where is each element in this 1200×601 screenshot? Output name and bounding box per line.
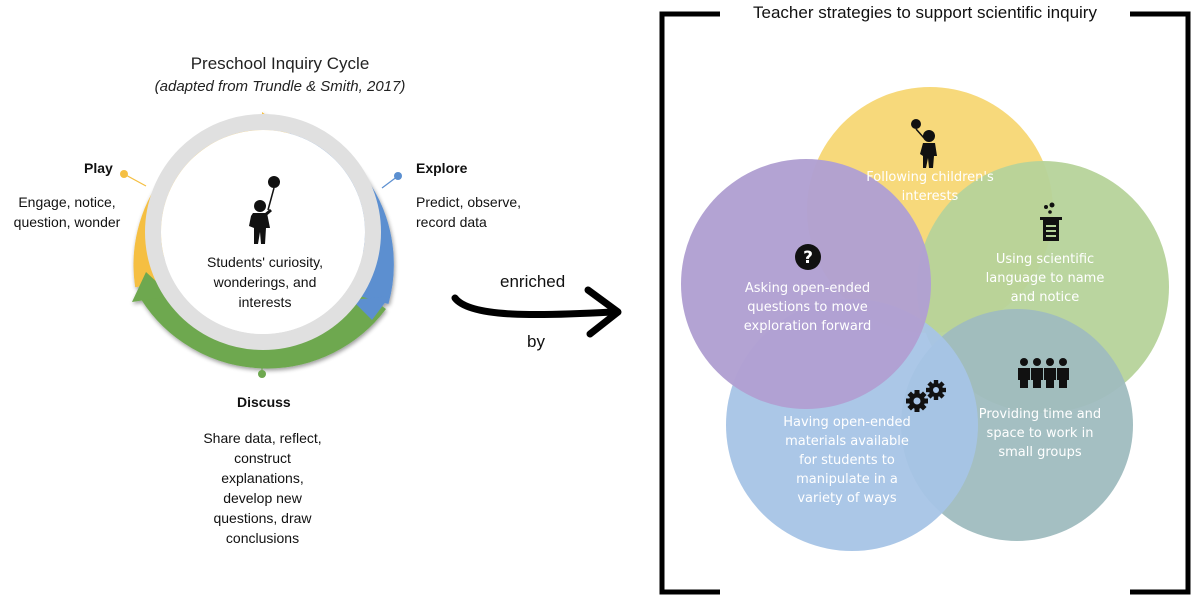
discuss-arc xyxy=(136,277,386,369)
cycle-title: Preschool Inquiry Cycle xyxy=(190,54,370,73)
enriched-by-arrow xyxy=(451,286,622,338)
explore-description: Predict, observe, record data xyxy=(416,194,522,230)
gears-icon xyxy=(906,380,946,412)
explore-label: Explore xyxy=(416,160,468,176)
svg-text:?: ? xyxy=(803,248,813,268)
left-bracket xyxy=(659,11,720,595)
discuss-description: Share data, reflect, construct explanati… xyxy=(203,430,322,546)
child-balloon-icon xyxy=(249,176,280,244)
strategies-venn-graphic: ? xyxy=(659,11,1191,595)
strategy-text-materials: Having open-ended materials available fo… xyxy=(783,415,911,506)
inquiry-cycle-graphic xyxy=(120,112,622,378)
discuss-label: Discuss xyxy=(237,394,291,410)
beaker-icon xyxy=(1040,202,1062,241)
strategies-title: Teacher strategies to support scientific… xyxy=(720,3,1130,23)
cycle-center-text: Students' curiosity, wonderings, and int… xyxy=(206,254,324,310)
question-mark-icon: ? xyxy=(795,244,821,270)
group-of-people-icon xyxy=(1018,358,1069,388)
discuss-arrowhead xyxy=(132,272,172,302)
strategy-text-interests: Following children's interests xyxy=(866,170,994,204)
connector-bottom-word: by xyxy=(527,332,545,351)
child-balloon-icon xyxy=(911,119,937,168)
explore-arrowhead xyxy=(352,296,390,320)
strategy-text-questions: Asking open-ended questions to move expl… xyxy=(743,281,872,334)
strategy-circle-questions xyxy=(681,159,931,409)
strategy-text-small-groups: Providing time and space to work in smal… xyxy=(978,407,1102,460)
play-label: Play xyxy=(84,160,113,176)
cycle-subtitle: (adapted from Trundle & Smith, 2017) xyxy=(154,78,406,95)
connector-top-word: enriched xyxy=(500,272,566,291)
discuss-dot xyxy=(258,370,266,378)
strategy-text-language: Using scientific language to name and no… xyxy=(985,252,1105,305)
explore-dot xyxy=(394,172,402,180)
play-dot xyxy=(120,170,128,178)
right-bracket xyxy=(1130,11,1191,595)
play-description: Engage, notice, question, wonder xyxy=(13,194,121,230)
